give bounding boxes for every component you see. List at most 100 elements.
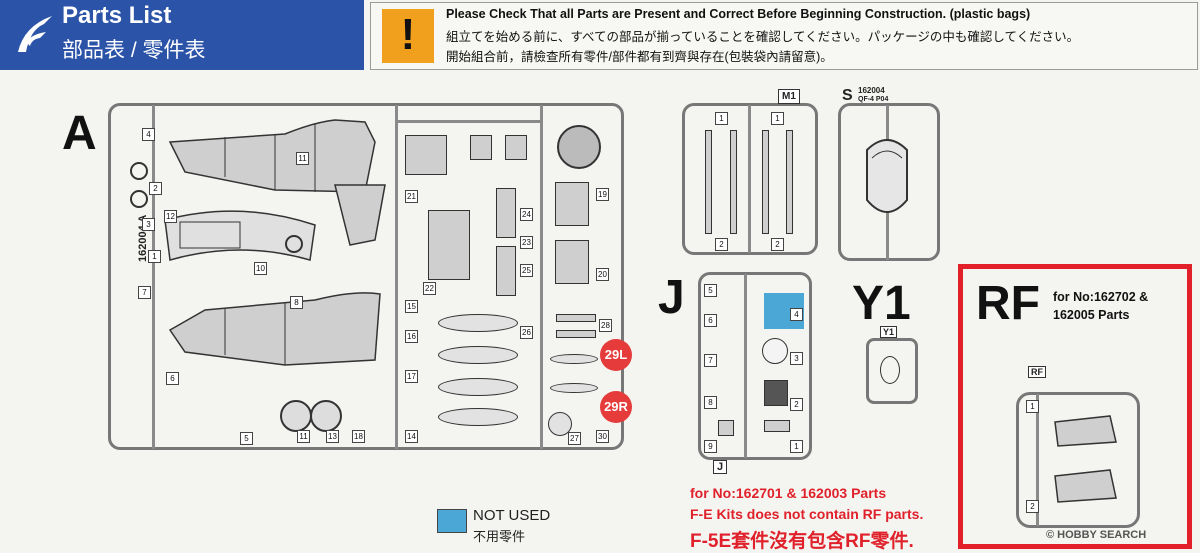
intake-part	[405, 135, 447, 175]
note-line1: for No:162701 & 162003 Parts	[690, 485, 887, 501]
badge-29r: 29R	[600, 391, 632, 423]
round-part	[548, 412, 572, 436]
sprue-rf-letter: RF	[976, 277, 1040, 330]
sprue-y1-label: Y1	[880, 326, 898, 338]
canopy-frame	[164, 210, 316, 261]
part-number: 7	[138, 286, 151, 299]
part-number: 13	[326, 430, 339, 443]
part-number: 11	[297, 430, 310, 443]
strip-part	[556, 314, 596, 322]
pylon-part	[550, 354, 598, 364]
part-number: 14	[405, 430, 418, 443]
part-number: 3	[790, 352, 803, 365]
notice-english: Please Check That all Parts are Present …	[446, 7, 1031, 21]
sprue-m1-label: M1	[778, 89, 800, 104]
tank-part	[438, 314, 518, 332]
part-number: 15	[405, 300, 418, 313]
part-number: 2	[771, 238, 784, 251]
wheel-part	[310, 400, 342, 432]
strip-part	[496, 246, 516, 296]
rf-nose-part-2	[1054, 469, 1117, 503]
sprue-s-code: 162004	[858, 86, 885, 95]
lens-part	[880, 356, 900, 384]
missile-part	[786, 130, 793, 234]
part-number: 6	[704, 314, 717, 327]
rf-note-line2: 162005 Parts	[1053, 308, 1130, 322]
sprue-m1-frame	[682, 103, 818, 255]
ring-part	[130, 190, 148, 208]
wheel-part	[557, 125, 601, 169]
sprue-a-runner	[395, 105, 398, 449]
part-number: 20	[596, 268, 609, 281]
small-part	[505, 135, 527, 160]
sprue-j-runner	[744, 274, 747, 458]
notice-box	[370, 2, 1198, 70]
ring-part	[285, 235, 303, 253]
watermark: © HOBBY SEARCH	[1046, 529, 1147, 541]
exclamation-icon: !	[400, 10, 416, 59]
notice-japanese: 組立てを始める前に、すべての部品が揃っていることを確認してください。パッケージの…	[446, 30, 1080, 44]
sprue-s-frame	[838, 103, 940, 261]
note-line3: F-5E套件沒有包含RF零件.	[690, 531, 914, 552]
strip-part	[556, 330, 596, 338]
fin-part	[428, 210, 470, 280]
tail-part	[334, 184, 386, 246]
small-part	[764, 420, 790, 432]
pylon-part	[550, 383, 598, 393]
sprue-a-frame	[108, 103, 624, 450]
part-number: 23	[520, 236, 533, 249]
part-number: 8	[704, 396, 717, 409]
part-number: 7	[704, 354, 717, 367]
flap-part	[555, 182, 589, 226]
part-number: 26	[520, 326, 533, 339]
legend-chinese: 不用零件	[473, 529, 526, 544]
part-number: 1	[790, 440, 803, 453]
part-number: 25	[520, 264, 533, 277]
sprue-j-frame	[698, 272, 812, 460]
part-number: 2	[715, 238, 728, 251]
part-number: 5	[240, 432, 253, 445]
part-number: 3	[142, 218, 155, 231]
part-number: 11	[296, 152, 309, 165]
sprue-a-runner	[152, 105, 155, 449]
part-number: 1	[1026, 400, 1039, 413]
page-title: Parts List	[62, 2, 172, 29]
missile-part	[705, 130, 712, 234]
sprue-y1-frame	[866, 338, 918, 404]
sprue-a-runner	[398, 120, 540, 123]
sprue-m1-runner	[748, 105, 751, 253]
ring-part	[130, 162, 148, 180]
sprue-s-sub: QF-4 P04	[858, 96, 889, 103]
tank-part	[438, 408, 518, 426]
tank-part	[438, 378, 518, 396]
part-number: 17	[405, 370, 418, 383]
header-bar	[0, 0, 364, 70]
sprue-y1-letter: Y1	[852, 277, 911, 330]
part-number: 5	[704, 284, 717, 297]
part-number: 2	[149, 182, 162, 195]
part-number: 18	[352, 430, 365, 443]
sprue-s-letter: S	[842, 87, 853, 104]
sprue-rf-label: RF	[1028, 366, 1046, 378]
part-number: 2	[790, 398, 803, 411]
badge-29l: 29L	[600, 339, 632, 371]
part-number: 1	[148, 250, 161, 263]
missile-part	[762, 130, 769, 234]
part-number: 16	[405, 330, 418, 343]
round-part	[762, 338, 788, 364]
not-used-swatch	[437, 509, 467, 533]
sprue-a-letter: A	[62, 107, 97, 160]
sprue-j-letter: J	[658, 271, 685, 324]
part-number: 12	[164, 210, 177, 223]
legend-english: NOT USED	[473, 507, 551, 524]
part-number: 9	[704, 440, 717, 453]
flap-part	[555, 240, 589, 284]
part-number: 4	[790, 308, 803, 321]
rf-highlight-box	[958, 264, 1192, 549]
part-number: 24	[520, 208, 533, 221]
part-number: 19	[596, 188, 609, 201]
part-number: 10	[254, 262, 267, 275]
part-number: 1	[771, 112, 784, 125]
small-part	[470, 135, 492, 160]
fuselage-lower	[168, 292, 381, 366]
